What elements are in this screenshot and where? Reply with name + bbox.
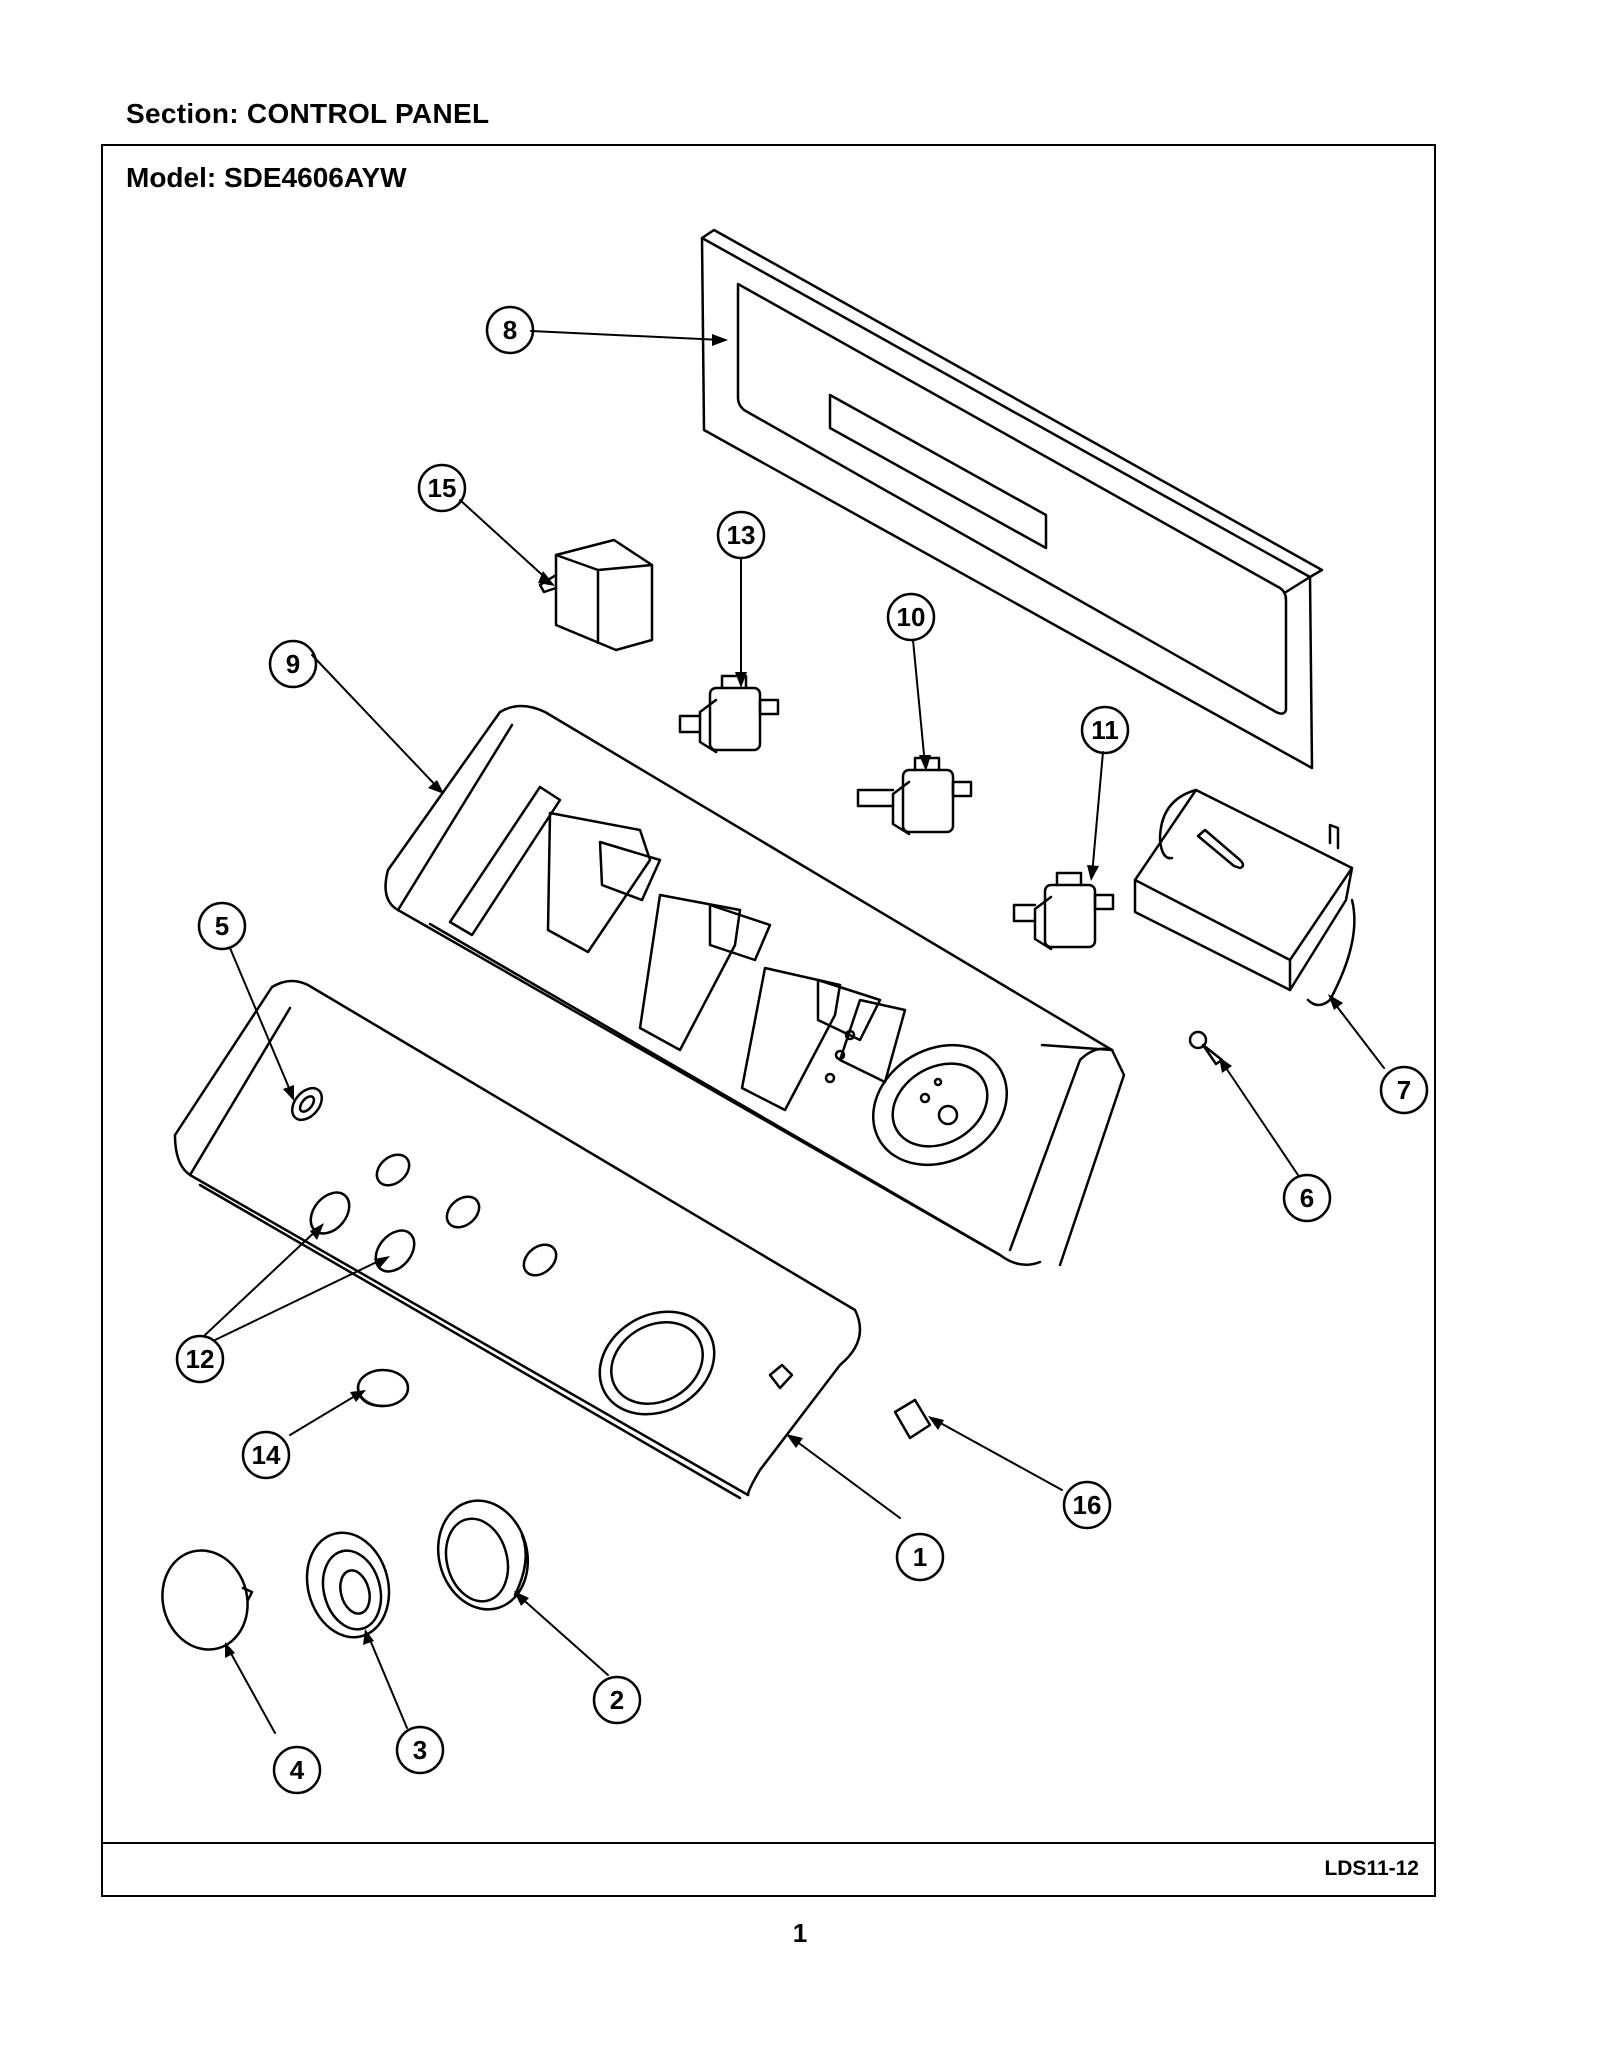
part-14-cap: [356, 1368, 410, 1408]
callout-8: 8: [485, 305, 535, 355]
drawing-code: LDS11-12: [1324, 1857, 1419, 1880]
callout-9: 9: [268, 639, 318, 689]
callout-15: 15: [417, 463, 467, 513]
callout-2: 2: [592, 1675, 642, 1725]
callout-11: 11: [1080, 705, 1130, 755]
part-11-switch: [1012, 871, 1115, 951]
callout-12: 12: [175, 1334, 225, 1384]
svg-text:6: 6: [1300, 1183, 1314, 1213]
callout-10: 10: [886, 592, 936, 642]
callout-5: 5: [197, 901, 247, 951]
svg-text:14: 14: [252, 1440, 281, 1470]
page-number: 1: [792, 1918, 808, 1948]
svg-text:3: 3: [413, 1735, 427, 1765]
part-16-indicator: [893, 1398, 932, 1440]
callout-3: 3: [395, 1725, 445, 1775]
part-2-knob-skirt: [436, 1499, 530, 1611]
svg-text:12: 12: [186, 1344, 215, 1374]
svg-text:10: 10: [897, 602, 926, 632]
callout-13: 13: [716, 510, 766, 560]
diagram-frame: [101, 144, 1436, 1897]
svg-text:13: 13: [727, 520, 756, 550]
svg-text:8: 8: [503, 315, 517, 345]
svg-text:15: 15: [428, 473, 457, 503]
leader-lines: [204, 330, 1385, 1734]
callout-6: 6: [1282, 1173, 1332, 1223]
callout-7: 7: [1379, 1065, 1429, 1115]
part-15-box: [538, 538, 654, 652]
part-7-timer: [1133, 788, 1356, 1007]
part-1-front-console: [173, 979, 862, 1500]
svg-text:1: 1: [913, 1542, 927, 1572]
svg-text:5: 5: [215, 911, 229, 941]
svg-text:4: 4: [290, 1755, 305, 1785]
part-10-switch: [856, 756, 973, 836]
part-8-rear-panel: [700, 228, 1324, 770]
callout-1: 1: [895, 1532, 945, 1582]
section-title: Section: CONTROL PANEL: [126, 98, 490, 129]
part-13-switch: [678, 674, 780, 754]
part-9-console: [384, 704, 1126, 1267]
callout-16: 16: [1062, 1480, 1112, 1530]
footer-divider: [101, 1842, 1436, 1844]
svg-text:2: 2: [610, 1685, 624, 1715]
svg-text:11: 11: [1091, 715, 1119, 745]
part-3-knob: [305, 1531, 391, 1639]
svg-text:9: 9: [286, 649, 300, 679]
arrowheads: [225, 334, 1343, 1658]
svg-text:7: 7: [1397, 1075, 1411, 1105]
callout-4: 4: [272, 1745, 322, 1795]
callout-14: 14: [241, 1430, 291, 1480]
part-4-knob-cap: [161, 1549, 254, 1651]
svg-text:16: 16: [1073, 1490, 1102, 1520]
part-6-screw: [1188, 1030, 1224, 1066]
model-title: Model: SDE4606AYW: [126, 162, 407, 193]
